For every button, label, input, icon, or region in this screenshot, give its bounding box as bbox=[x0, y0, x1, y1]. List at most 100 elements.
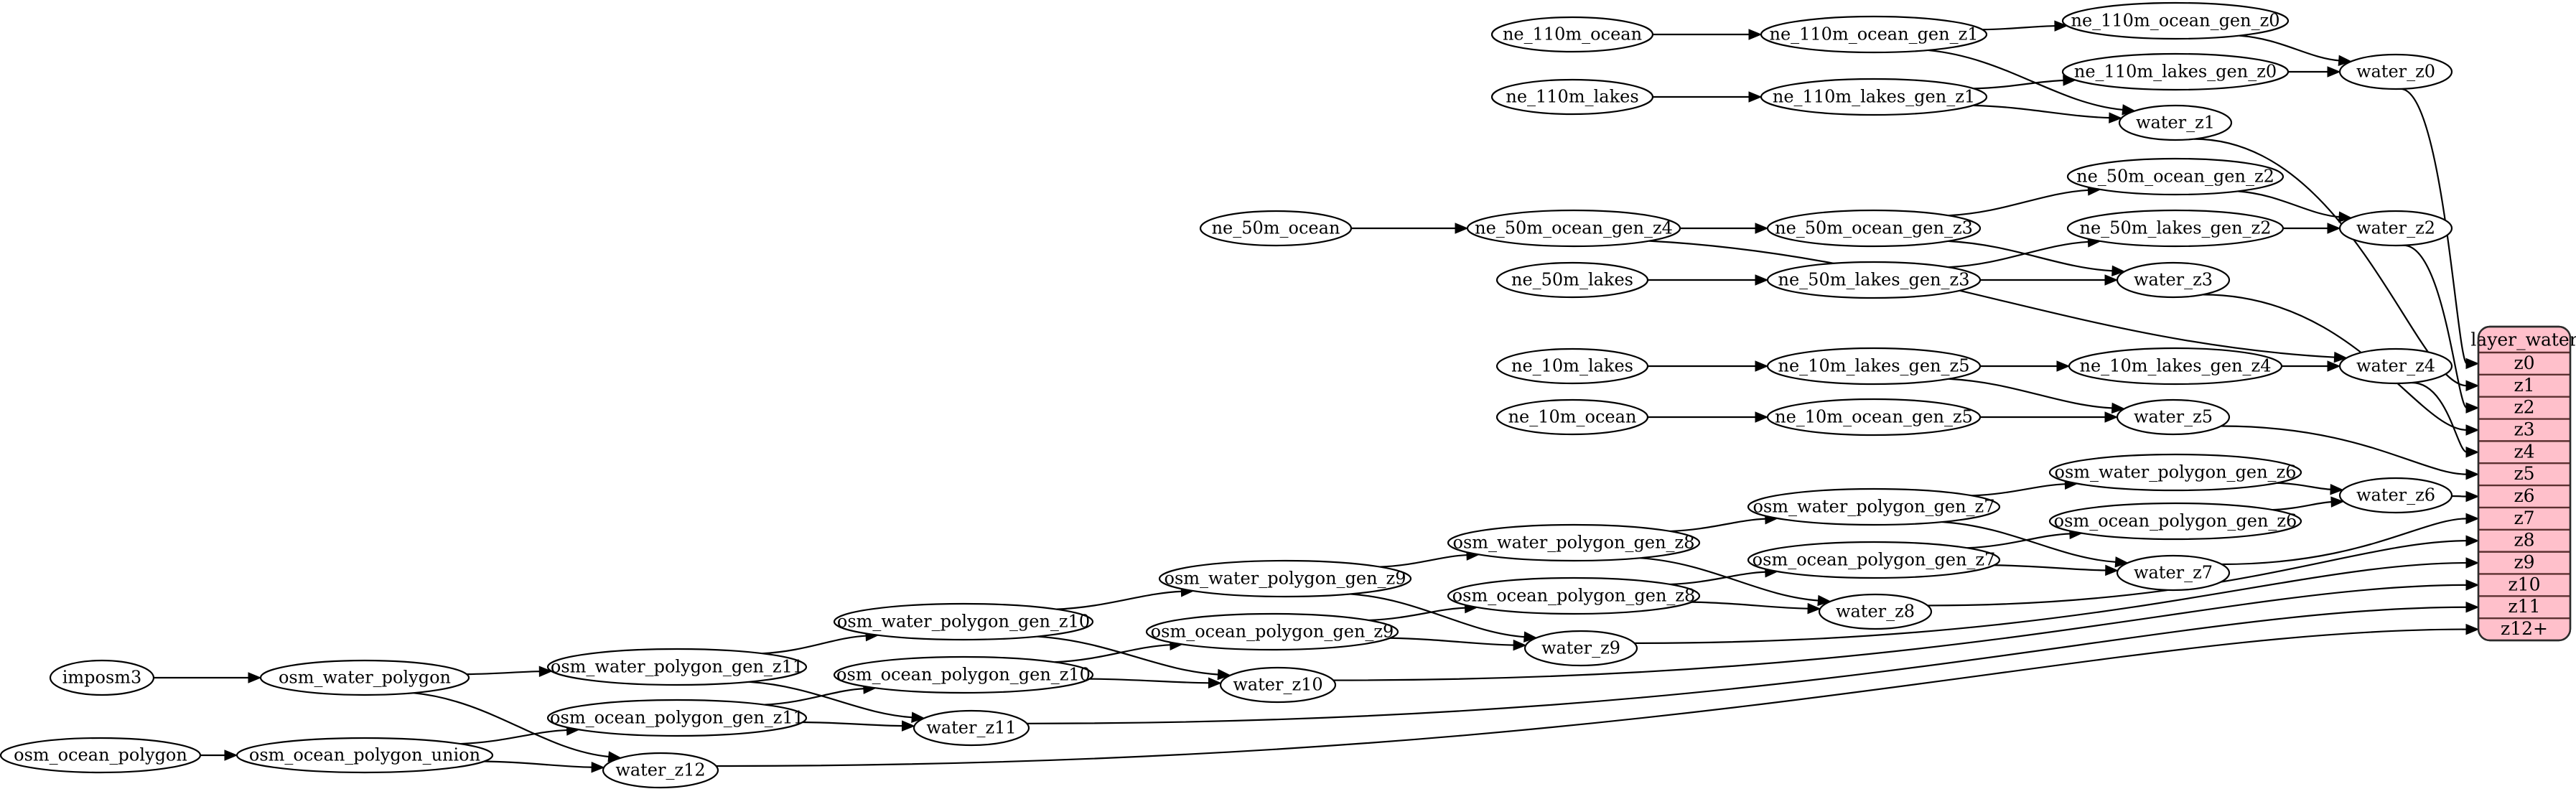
node-shape[interactable] bbox=[2116, 261, 2231, 299]
node-ne_110m_lakes_gen_z0[interactable]: ne_110m_lakes_gen_z0 bbox=[2061, 52, 2290, 91]
node-shape[interactable] bbox=[2048, 453, 2302, 492]
node-shape[interactable] bbox=[2338, 210, 2453, 247]
node-shape[interactable] bbox=[259, 659, 470, 696]
node-ne_50m_lakes[interactable]: ne_50m_lakes bbox=[1495, 261, 1649, 299]
node-ne_10m_lakes_gen_z4[interactable]: ne_10m_lakes_gen_z4 bbox=[2068, 347, 2283, 386]
node-shape[interactable] bbox=[913, 709, 1030, 747]
node-shape[interactable] bbox=[1495, 261, 1649, 299]
node-ne_10m_lakes[interactable]: ne_10m_lakes bbox=[1495, 347, 1649, 385]
legend-row-z6[interactable]: z6 bbox=[2514, 485, 2534, 506]
node-water_z6[interactable]: water_z6 bbox=[2338, 477, 2453, 514]
node-osm_water_polygon_gen_z11[interactable]: osm_water_polygon_gen_z11 bbox=[546, 648, 808, 686]
node-shape[interactable] bbox=[1219, 666, 1337, 704]
node-water_z8[interactable]: water_z8 bbox=[1818, 593, 1933, 630]
legend-row-z3[interactable]: z3 bbox=[2514, 419, 2534, 439]
node-shape[interactable] bbox=[2068, 347, 2283, 386]
node-shape[interactable] bbox=[49, 659, 155, 696]
node-water_z3[interactable]: water_z3 bbox=[2116, 261, 2231, 299]
legend-row-z1[interactable]: z1 bbox=[2514, 375, 2534, 396]
node-ne_110m_lakes[interactable]: ne_110m_lakes bbox=[1490, 78, 1654, 116]
node-shape[interactable] bbox=[1760, 78, 1988, 116]
node-shape[interactable] bbox=[1766, 347, 1982, 386]
node-water_z0[interactable]: water_z0 bbox=[2338, 53, 2453, 90]
node-osm_water_polygon_gen_z6[interactable]: osm_water_polygon_gen_z6 bbox=[2048, 453, 2302, 492]
node-shape[interactable] bbox=[1447, 576, 1701, 615]
legend-layer-water[interactable]: layer_waterz0z1z2z3z4z5z6z7z8z9z10z11z12… bbox=[2470, 325, 2576, 642]
node-ne_50m_lakes_gen_z3[interactable]: ne_50m_lakes_gen_z3 bbox=[1766, 261, 1982, 299]
node-water_z2[interactable]: water_z2 bbox=[2338, 210, 2453, 247]
node-shape[interactable] bbox=[2118, 104, 2233, 141]
node-shape[interactable] bbox=[1818, 593, 1933, 630]
node-ne_10m_ocean[interactable]: ne_10m_ocean bbox=[1495, 398, 1649, 436]
legend-row-z10[interactable]: z10 bbox=[2509, 574, 2541, 594]
node-shape[interactable] bbox=[1466, 209, 1681, 248]
node-shape[interactable] bbox=[0, 737, 202, 774]
node-ne_50m_ocean_gen_z4[interactable]: ne_50m_ocean_gen_z4 bbox=[1466, 209, 1681, 248]
node-shape[interactable] bbox=[1158, 559, 1412, 598]
node-shape[interactable] bbox=[1490, 16, 1654, 53]
node-ne_110m_ocean_gen_z1[interactable]: ne_110m_ocean_gen_z1 bbox=[1760, 15, 1988, 54]
node-water_z7[interactable]: water_z7 bbox=[2116, 554, 2231, 592]
node-osm_ocean_polygon_union[interactable]: osm_ocean_polygon_union bbox=[235, 737, 494, 774]
node-shape[interactable] bbox=[2066, 157, 2285, 196]
node-imposm3[interactable]: imposm3 bbox=[49, 659, 155, 696]
node-osm_ocean_polygon_gen_z8[interactable]: osm_ocean_polygon_gen_z8 bbox=[1447, 576, 1701, 615]
node-shape[interactable] bbox=[1495, 398, 1649, 436]
node-shape[interactable] bbox=[546, 648, 808, 686]
node-osm_ocean_polygon_gen_z7[interactable]: osm_ocean_polygon_gen_z7 bbox=[1747, 541, 2001, 579]
node-shape[interactable] bbox=[1760, 15, 1988, 54]
node-shape[interactable] bbox=[1747, 541, 2001, 579]
node-shape[interactable] bbox=[2061, 1, 2290, 40]
node-shape[interactable] bbox=[1490, 78, 1654, 116]
node-osm_water_polygon_gen_z8[interactable]: osm_water_polygon_gen_z8 bbox=[1447, 523, 1701, 562]
node-shape[interactable] bbox=[235, 737, 494, 774]
node-shape[interactable] bbox=[833, 602, 1094, 641]
node-shape[interactable] bbox=[1199, 210, 1353, 247]
node-shape[interactable] bbox=[1523, 630, 1638, 667]
node-osm_ocean_polygon_gen_z10[interactable]: osm_ocean_polygon_gen_z10 bbox=[833, 655, 1094, 694]
node-shape[interactable] bbox=[2061, 52, 2290, 91]
node-shape[interactable] bbox=[1766, 209, 1982, 248]
node-shape[interactable] bbox=[2338, 477, 2453, 514]
node-ne_110m_ocean_gen_z0[interactable]: ne_110m_ocean_gen_z0 bbox=[2061, 1, 2290, 40]
node-ne_50m_ocean[interactable]: ne_50m_ocean bbox=[1199, 210, 1353, 247]
node-osm_ocean_polygon_gen_z9[interactable]: osm_ocean_polygon_gen_z9 bbox=[1145, 612, 1399, 651]
legend-row-z7[interactable]: z7 bbox=[2514, 508, 2534, 528]
node-water_z10[interactable]: water_z10 bbox=[1219, 666, 1337, 704]
node-osm_water_polygon_gen_z7[interactable]: osm_water_polygon_gen_z7 bbox=[1747, 487, 2001, 526]
node-osm_water_polygon[interactable]: osm_water_polygon bbox=[259, 659, 470, 696]
node-water_z4[interactable]: water_z4 bbox=[2338, 347, 2453, 385]
node-shape[interactable] bbox=[1495, 347, 1649, 385]
node-ne_110m_lakes_gen_z1[interactable]: ne_110m_lakes_gen_z1 bbox=[1760, 78, 1988, 116]
node-ne_10m_lakes_gen_z5[interactable]: ne_10m_lakes_gen_z5 bbox=[1766, 347, 1982, 386]
node-shape[interactable] bbox=[602, 752, 719, 789]
node-ne_110m_ocean[interactable]: ne_110m_ocean bbox=[1490, 16, 1654, 53]
legend-row-z0[interactable]: z0 bbox=[2514, 353, 2534, 373]
node-ne_50m_ocean_gen_z2[interactable]: ne_50m_ocean_gen_z2 bbox=[2066, 157, 2285, 196]
legend-row-z5[interactable]: z5 bbox=[2514, 463, 2534, 484]
node-shape[interactable] bbox=[833, 655, 1094, 694]
legend-row-z9[interactable]: z9 bbox=[2514, 552, 2534, 573]
node-shape[interactable] bbox=[2116, 398, 2231, 436]
node-shape[interactable] bbox=[2048, 502, 2302, 541]
node-osm_water_polygon_gen_z9[interactable]: osm_water_polygon_gen_z9 bbox=[1158, 559, 1412, 598]
node-shape[interactable] bbox=[1145, 612, 1399, 651]
node-ne_50m_ocean_gen_z3[interactable]: ne_50m_ocean_gen_z3 bbox=[1766, 209, 1982, 248]
node-osm_water_polygon_gen_z10[interactable]: osm_water_polygon_gen_z10 bbox=[833, 602, 1094, 641]
node-shape[interactable] bbox=[1766, 398, 1982, 436]
legend-row-z2[interactable]: z2 bbox=[2514, 397, 2534, 418]
node-shape[interactable] bbox=[546, 699, 808, 737]
node-osm_ocean_polygon_gen_z11[interactable]: osm_ocean_polygon_gen_z11 bbox=[546, 699, 808, 737]
node-osm_ocean_polygon_gen_z6[interactable]: osm_ocean_polygon_gen_z6 bbox=[2048, 502, 2302, 541]
node-shape[interactable] bbox=[2066, 209, 2285, 248]
node-water_z9[interactable]: water_z9 bbox=[1523, 630, 1638, 667]
node-shape[interactable] bbox=[2116, 554, 2231, 592]
node-ne_50m_lakes_gen_z2[interactable]: ne_50m_lakes_gen_z2 bbox=[2066, 209, 2285, 248]
node-water_z5[interactable]: water_z5 bbox=[2116, 398, 2231, 436]
node-shape[interactable] bbox=[1747, 487, 2001, 526]
node-osm_ocean_polygon[interactable]: osm_ocean_polygon bbox=[0, 737, 202, 774]
legend-row-z8[interactable]: z8 bbox=[2514, 530, 2534, 551]
node-shape[interactable] bbox=[1447, 523, 1701, 562]
node-shape[interactable] bbox=[2338, 53, 2453, 90]
legend-row-z4[interactable]: z4 bbox=[2514, 441, 2534, 462]
